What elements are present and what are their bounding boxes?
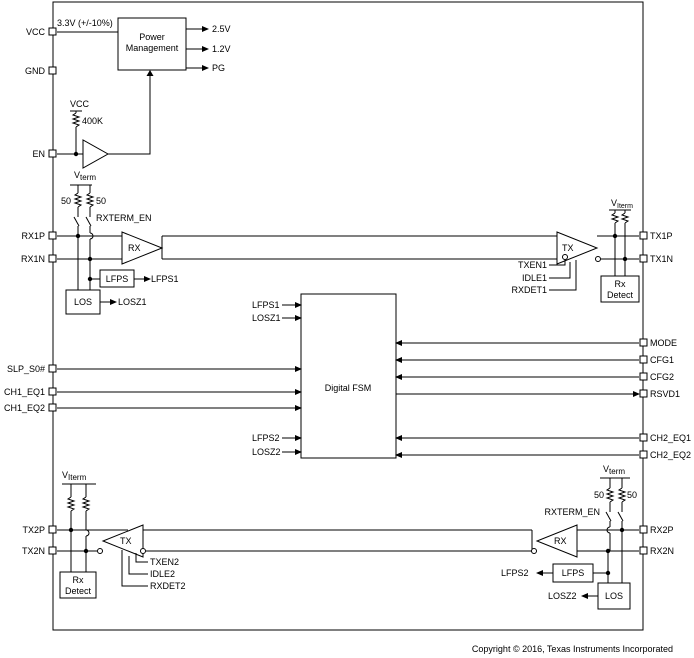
ch2-rxterm-label: RXTERM_EN	[544, 507, 600, 517]
pin-rx1n-label: RX1N	[21, 254, 45, 264]
ch1-rxdet-label: RXDET1	[511, 285, 547, 295]
en-buffer	[82, 139, 110, 169]
ch2-rxdet-label: RXDET2	[150, 581, 186, 591]
ch2-res-right-label: 50	[627, 490, 637, 500]
fsm-in-losz1-label: LOSZ1	[252, 313, 281, 323]
power-management-label-2: Management	[126, 43, 179, 53]
power-management-label-1: Power	[139, 32, 165, 42]
chip-outline	[52, 1, 644, 631]
ch1-rx-label: RX	[128, 243, 141, 253]
pin-mode-label: MODE	[650, 338, 677, 348]
pullup-vcc-label: VCC	[70, 99, 90, 109]
ch1-tx-label: TX	[562, 243, 574, 253]
ch2-los-block-label: LOS	[605, 591, 623, 601]
left-pins	[48, 27, 57, 555]
ch2-idle-label: IDLE2	[150, 569, 175, 579]
ch1-res-left-label: 50	[61, 196, 71, 206]
pin-rx1p-label: RX1P	[21, 231, 45, 241]
ch2-tx-vterm-label: VIterm	[62, 470, 87, 482]
pin-ch2-eq1-label: CH2_EQ1	[650, 433, 691, 443]
digital-fsm-label: Digital FSM	[325, 383, 372, 393]
ch2-tx-label: TX	[120, 536, 132, 546]
ch2-rx-label: RX	[554, 536, 567, 546]
ch1-rx-detect-label-2: Detect	[607, 290, 634, 300]
ch2-lfps-block-label: LFPS	[562, 568, 585, 578]
ch1-lfps-out-label: LFPS1	[151, 274, 179, 284]
output-pg-label: PG	[212, 63, 225, 73]
ch2-res-left-label: 50	[594, 490, 604, 500]
pin-cfg1-label: CFG1	[650, 355, 674, 365]
pin-ch2-eq2-label: CH2_EQ2	[650, 450, 691, 460]
fsm-in-losz2-label: LOSZ2	[252, 447, 281, 457]
ch2-rx-buffer	[535, 524, 578, 558]
ch1-rx-buffer	[121, 231, 164, 265]
ch1-rxterm-label: RXTERM_EN	[96, 213, 152, 223]
right-pins	[639, 231, 648, 555]
output-2v5-label: 2.5V	[212, 24, 231, 34]
ch2-rx-detect-label-1: Rx	[73, 575, 84, 585]
ch1-txen-label: TXEN1	[518, 260, 547, 270]
pin-rsvd1-label: RSVD1	[650, 389, 680, 399]
pin-tx2p-label: TX2P	[22, 525, 45, 535]
pullup-resistor	[71, 112, 81, 128]
fsm-in-lfps2-label: LFPS2	[252, 433, 280, 443]
ch1-rx-detect-block	[600, 275, 640, 303]
pin-ch1-eq2-label: CH1_EQ2	[4, 403, 45, 413]
ch2-vterm-label: Vterm	[603, 464, 625, 476]
ch1-idle-label: IDLE1	[522, 273, 547, 283]
ch2-tx-buffer	[101, 524, 144, 558]
fsm-in-lfps1-label: LFPS1	[252, 300, 280, 310]
pin-rx2n-label: RX2N	[650, 546, 674, 556]
ch2-lfps-out-label: LFPS2	[501, 568, 529, 578]
pin-tx1n-label: TX1N	[650, 254, 673, 264]
ch2-los-block	[597, 582, 631, 610]
pin-en-label: EN	[32, 149, 45, 159]
digital-fsm-block	[300, 293, 397, 459]
output-1v2-label: 1.2V	[212, 44, 231, 54]
ch1-rx-detect-label-1: Rx	[615, 279, 626, 289]
pullup-res-label: 400K	[82, 116, 103, 126]
ch2-rx-detect-label-2: Detect	[65, 586, 92, 596]
ch1-los-out-label: LOSZ1	[118, 297, 147, 307]
ch2-rx-detect-block	[59, 571, 97, 599]
copyright-notice: Copyright © 2016, Texas Instruments Inco…	[472, 644, 673, 654]
power-management-block	[117, 17, 187, 71]
pin-cfg2-label: CFG2	[650, 372, 674, 382]
ch1-res-right-label: 50	[96, 196, 106, 206]
supply-label: 3.3V (+/-10%)	[57, 18, 113, 28]
pin-ch1-eq1-label: CH1_EQ1	[4, 387, 45, 397]
ch1-lfps-block-label: LFPS	[106, 274, 129, 284]
pin-slp-label: SLP_S0#	[7, 364, 45, 374]
pin-rx2p-label: RX2P	[650, 525, 674, 535]
ch2-txen-label: TXEN2	[150, 557, 179, 567]
ch2-los-out-label: LOSZ2	[548, 591, 577, 601]
ch1-tx-vterm-label: VIterm	[611, 198, 633, 210]
ch1-vterm-label: Vterm	[74, 170, 96, 182]
pin-tx2n-label: TX2N	[22, 546, 45, 556]
pin-vcc-label: VCC	[26, 27, 46, 37]
pin-gnd-label: GND	[25, 66, 46, 76]
ch1-los-block-label: LOS	[74, 297, 92, 307]
pin-tx1p-label: TX1P	[650, 231, 673, 241]
ch1-los-block	[65, 289, 101, 315]
